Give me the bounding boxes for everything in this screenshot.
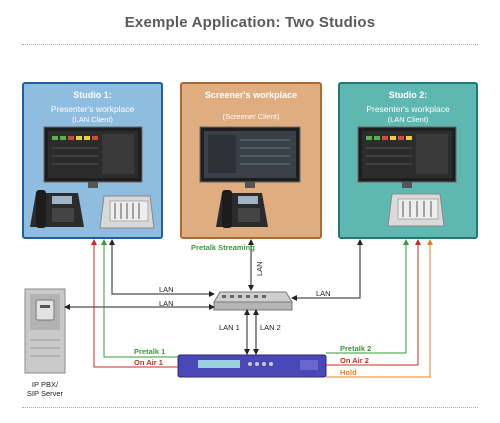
label-pretalk2: Pretalk 2 (340, 344, 372, 353)
studio2-subtitle: Presenter's workplace (366, 104, 450, 114)
codec-device-icon (177, 354, 327, 378)
studio2-title: Studio 2: (388, 90, 428, 100)
server-label-line2: SIP Server (26, 389, 64, 398)
label-onair1: On Air 1 (134, 358, 163, 367)
network-switch-icon (213, 291, 293, 311)
screener-client: (Screener Client) (222, 112, 280, 121)
label-lan-vertical: LAN (255, 261, 264, 276)
label-lan2: LAN 2 (260, 323, 281, 332)
label-onair2: On Air 2 (340, 356, 369, 365)
studio1-client: (LAN Client) (72, 115, 113, 124)
top-divider (22, 44, 478, 45)
label-pretalk1: Pretalk 1 (134, 347, 166, 356)
desk-phone-icon (216, 190, 268, 228)
studio1-signal-lines (91, 239, 178, 368)
page-title: Exemple Application: Two Studios (124, 14, 376, 31)
label-lan-studio2: LAN (316, 289, 331, 298)
label-lan-studio1: LAN (159, 285, 174, 294)
studio1-title: Studio 1: (73, 90, 112, 100)
label-lan-server: LAN (159, 299, 174, 308)
screener-title: Screener's workplace (204, 90, 298, 100)
monitor-icon (199, 126, 301, 188)
lan-connections (64, 239, 363, 355)
desk-phone-icon (30, 190, 84, 228)
control-panel-icon (387, 193, 445, 227)
control-panel-icon (99, 195, 155, 229)
label-pretalk-streaming: Pretalk Streaming (191, 243, 255, 252)
monitor-icon (357, 126, 457, 188)
studio1-subtitle: Presenter's workplace (50, 104, 135, 114)
bottom-divider (22, 407, 478, 408)
server-icon (24, 288, 66, 374)
studio2-signal-lines (326, 239, 433, 378)
server-label-line1: IP PBX/ (31, 380, 59, 389)
label-hold: Hold (340, 368, 357, 377)
monitor-icon (43, 126, 143, 188)
studio2-client: (LAN Client) (387, 115, 429, 124)
server-label: IP PBX/ SIP Server (10, 380, 80, 398)
label-lan1: LAN 1 (219, 323, 240, 332)
